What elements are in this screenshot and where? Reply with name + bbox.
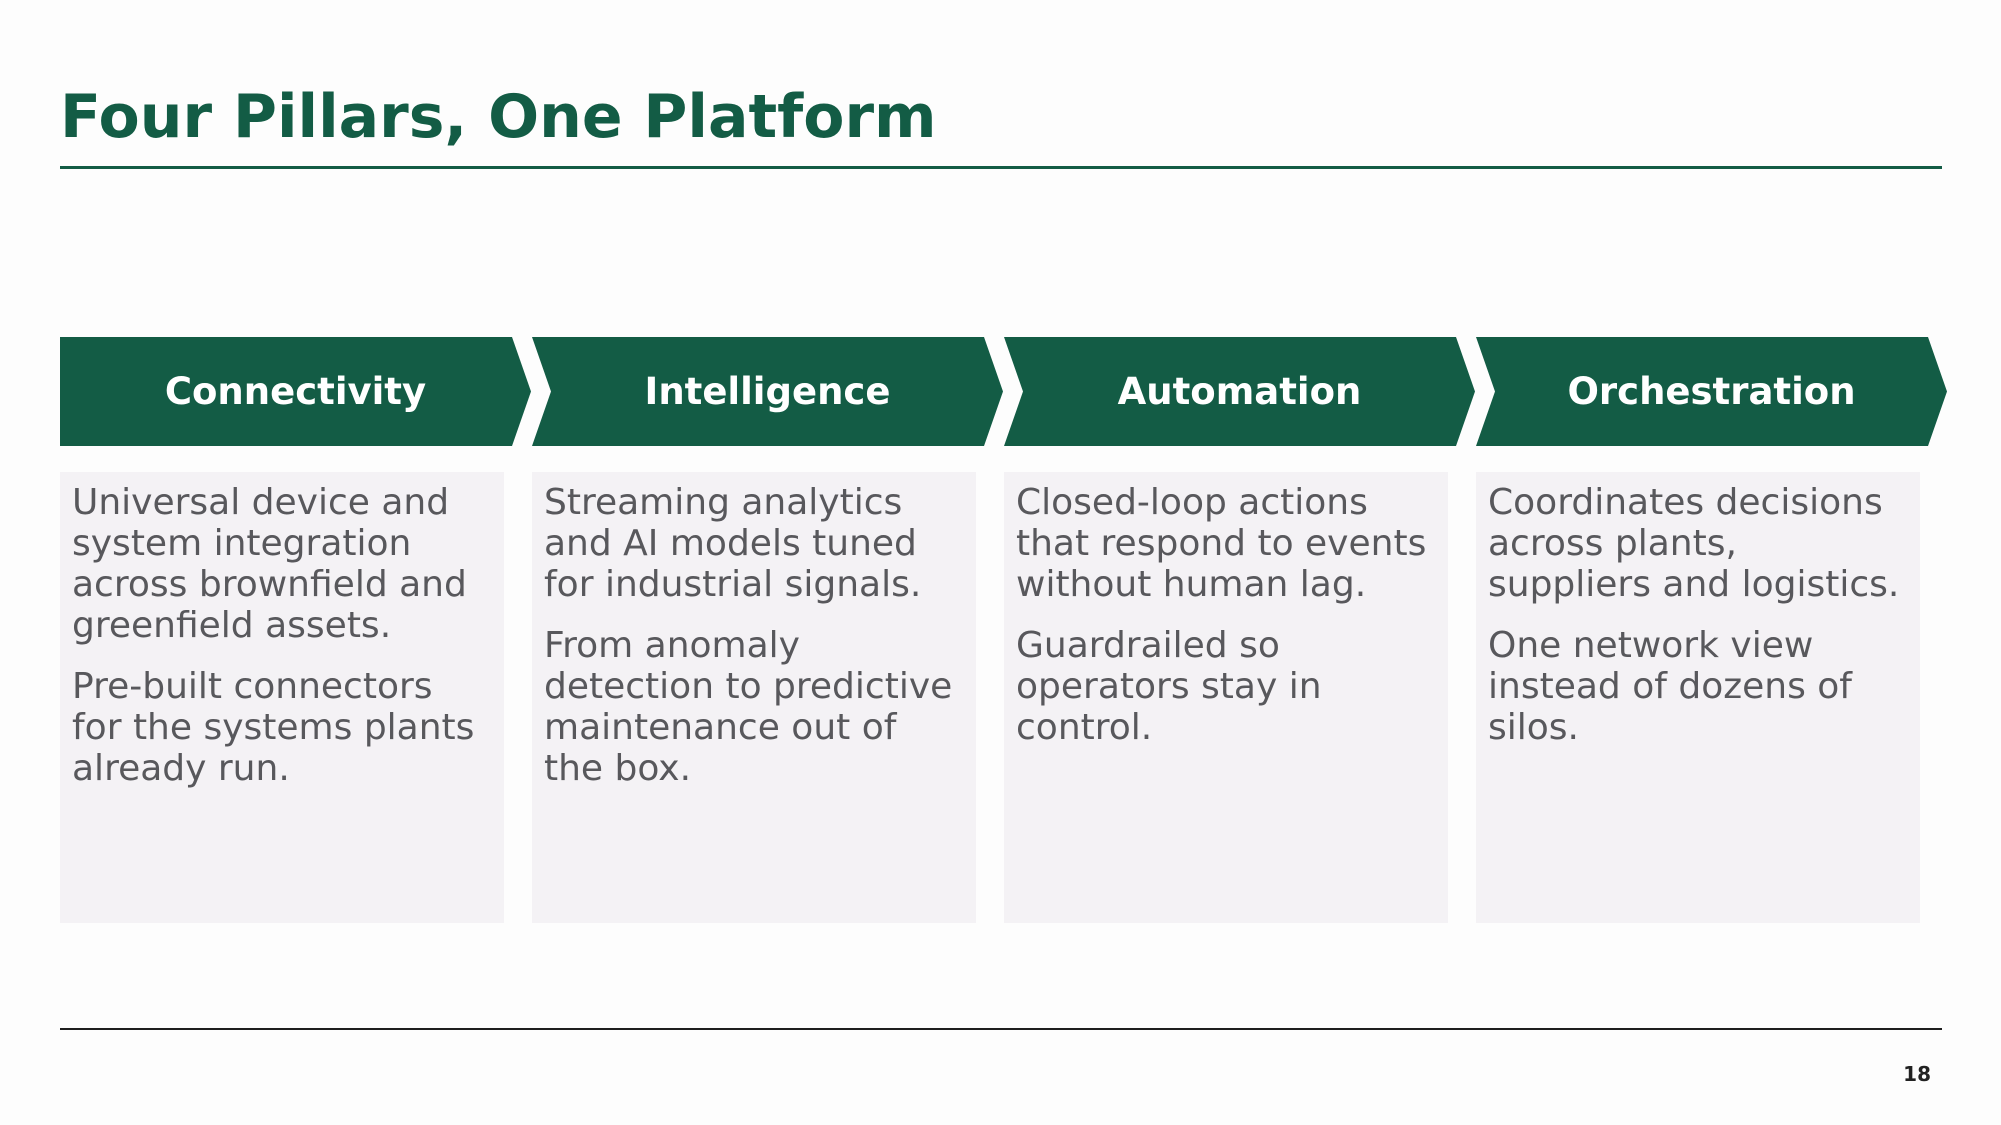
- pillar-description: Coordinates decisions across plants, sup…: [1488, 482, 1900, 605]
- title-divider: [60, 166, 1942, 169]
- pillar-label: Automation: [1117, 370, 1362, 413]
- footer-divider: [60, 1028, 1942, 1030]
- pillar-label: Orchestration: [1567, 370, 1856, 413]
- chevron-shape: [532, 337, 1003, 446]
- pillar-detail: One network view instead of dozens of si…: [1488, 625, 1852, 748]
- pillar-card-automation: Closed-loop actions that respond to even…: [1004, 472, 1448, 923]
- pillar-card-intelligence: Streaming analytics and AI models tuned …: [532, 472, 976, 923]
- chevron-shape: [1004, 337, 1475, 446]
- pillar-description: Streaming analytics and AI models tuned …: [544, 482, 922, 605]
- slide-title: Four Pillars, One Platform: [60, 82, 937, 152]
- pillar-detail: From anomaly detection to predictive mai…: [544, 625, 953, 789]
- pillar-chevron-intelligence: Intelligence: [532, 337, 1003, 446]
- pillar-label: Intelligence: [644, 370, 891, 413]
- pillar-chevron-automation: Automation: [1004, 337, 1475, 446]
- page-number: 18: [1903, 1062, 1931, 1086]
- chevron-shape: [1476, 337, 1947, 446]
- pillar-chevron-orchestration: Orchestration: [1476, 337, 1947, 446]
- pillar-card-connectivity: Universal device and system integration …: [60, 472, 504, 923]
- pillar-card-orchestration: Coordinates decisions across plants, sup…: [1476, 472, 1920, 923]
- pillar-description: Closed-loop actions that respond to even…: [1016, 482, 1427, 605]
- pillar-detail: Pre-built connectors for the systems pla…: [72, 666, 475, 789]
- pillar-chevron-connectivity: Connectivity: [60, 337, 531, 446]
- pillar-detail: Guardrailed so operators stay in control…: [1016, 625, 1322, 748]
- chevron-shape: [60, 337, 531, 446]
- pillar-description: Universal device and system integration …: [72, 482, 467, 646]
- pillar-label: Connectivity: [164, 370, 427, 413]
